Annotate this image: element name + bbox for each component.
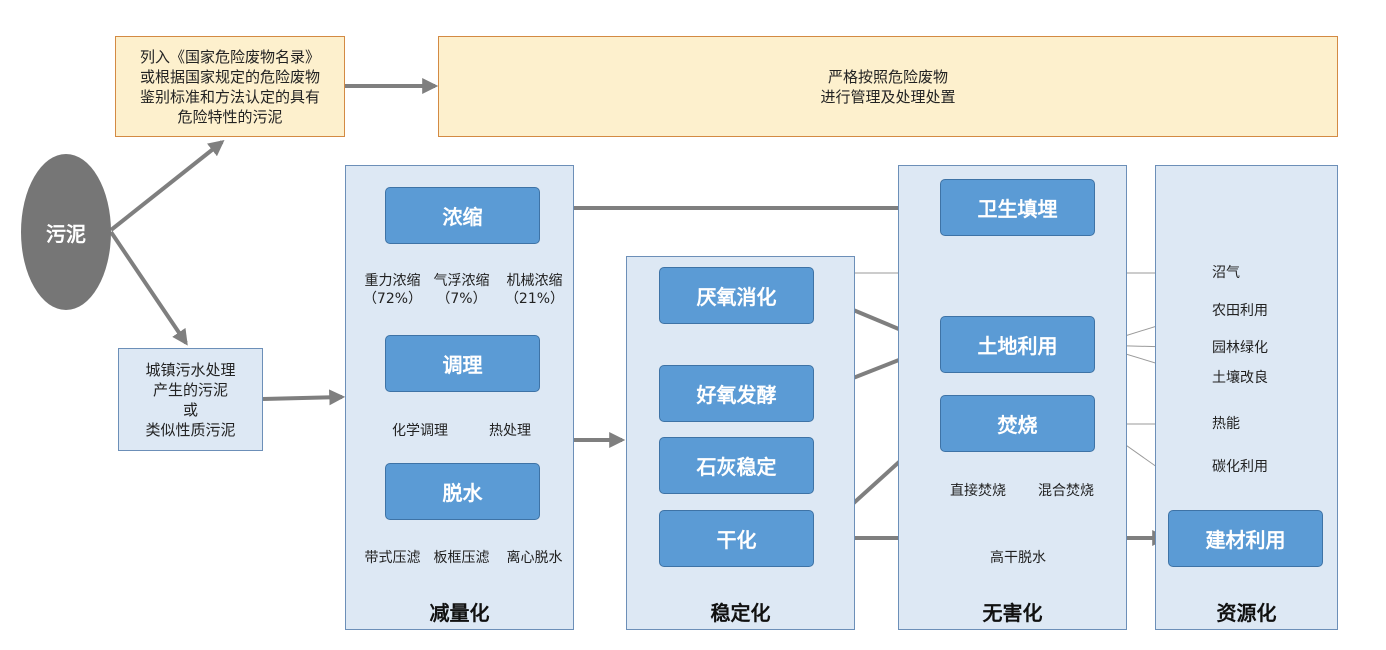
- drying-box: 干化: [659, 510, 814, 567]
- building-material-label: 建材利用: [1205, 528, 1286, 552]
- sub-method-percent: （72%）: [362, 291, 423, 307]
- thickening-box: 浓缩: [385, 187, 540, 244]
- hazardous-sludge-box: 列入《国家危险废物名录》 或根据国家规定的危险废物 鉴别标准和方法认定的具有 危…: [115, 36, 345, 137]
- hazard-line: 列入《国家危险废物名录》: [139, 47, 320, 66]
- thickening-label: 浓缩: [442, 205, 483, 229]
- lime-stabilization-label: 石灰稳定: [696, 455, 777, 479]
- arrow-municipal-to-reduction: [262, 389, 346, 406]
- dewatering-label: 脱水: [442, 481, 483, 505]
- anaerobic-digestion-label: 厌氧消化: [696, 285, 777, 309]
- biogas-label: 沼气: [1212, 265, 1240, 281]
- sub-method-percent: （7%）: [436, 291, 487, 307]
- mixed-incineration-label: 混合焚烧: [1038, 483, 1094, 499]
- heat-energy-label: 热能: [1212, 416, 1240, 432]
- conditioning-label: 调理: [442, 353, 483, 377]
- hazard-line: 危险特性的污泥: [177, 107, 283, 126]
- lime-stabilization-box: 石灰稳定: [659, 437, 814, 494]
- high-dry-dewatering-label: 高干脱水: [990, 550, 1046, 566]
- anaerobic-digestion-box: 厌氧消化: [659, 267, 814, 324]
- aerobic-fermentation-box: 好氧发酵: [659, 365, 814, 422]
- arrow-sludge-to-municipal: [109, 230, 188, 346]
- land-use-box: 土地利用: [940, 316, 1095, 373]
- sub-method-percent: （21%）: [504, 291, 565, 307]
- stabilization-title: 稳定化: [710, 601, 771, 625]
- conditioning-box: 调理: [385, 335, 540, 392]
- aerobic-fermentation-label: 好氧发酵: [696, 383, 777, 407]
- drying-label: 干化: [716, 528, 757, 552]
- arrow-sludge-to-hazard: [109, 140, 225, 232]
- sanitary-landfill-label: 卫生填埋: [977, 197, 1058, 221]
- sludge-source-node: 污泥: [21, 154, 111, 310]
- harmless-title: 无害化: [982, 601, 1043, 625]
- hazard-action-line: 进行管理及处理处置: [820, 87, 956, 106]
- centrifuge-label: 离心脱水: [506, 550, 563, 566]
- municipal-line: 或: [182, 400, 198, 419]
- landscaping-label: 园林绿化: [1212, 340, 1268, 356]
- soil-improvement-label: 土壤改良: [1212, 370, 1268, 386]
- hazard-action-line: 严格按照危险废物: [827, 67, 948, 86]
- incineration-box: 焚烧: [940, 395, 1095, 452]
- chemical-conditioning-label: 化学调理: [392, 423, 448, 439]
- incineration-label: 焚烧: [997, 413, 1038, 437]
- gravity-thickening-label: 重力浓缩 （72%）: [355, 272, 430, 308]
- farmland-use-label: 农田利用: [1212, 303, 1268, 319]
- dewatering-box: 脱水: [385, 463, 540, 520]
- mechanical-thickening-label: 机械浓缩 （21%）: [497, 272, 572, 308]
- hazard-line: 或根据国家规定的危险废物: [139, 67, 320, 86]
- municipal-line: 类似性质污泥: [145, 420, 236, 439]
- thermal-treatment-label: 热处理: [489, 423, 531, 439]
- sub-method-name: 机械浓缩: [506, 273, 563, 289]
- resource-title: 资源化: [1216, 601, 1277, 625]
- sludge-source-label: 污泥: [46, 221, 86, 246]
- municipal-line: 城镇污水处理: [145, 360, 236, 379]
- sanitary-landfill-box: 卫生填埋: [940, 179, 1095, 236]
- direct-incineration-label: 直接焚烧: [950, 483, 1006, 499]
- hazardous-management-box: 严格按照危险废物 进行管理及处理处置: [438, 36, 1338, 137]
- plate-press-label: 板框压滤: [433, 550, 490, 566]
- sub-method-name: 重力浓缩: [364, 273, 421, 289]
- building-material-box: 建材利用: [1168, 510, 1323, 567]
- carbonization-label: 碳化利用: [1212, 459, 1268, 475]
- hazard-line: 鉴别标准和方法认定的具有: [139, 87, 320, 106]
- reduction-title: 减量化: [429, 601, 490, 625]
- flotation-thickening-label: 气浮浓缩 （7%）: [424, 272, 499, 308]
- land-use-label: 土地利用: [977, 334, 1058, 358]
- belt-press-label: 带式压滤: [364, 550, 421, 566]
- sub-method-name: 气浮浓缩: [433, 273, 490, 289]
- municipal-sludge-box: 城镇污水处理 产生的污泥 或 类似性质污泥: [118, 348, 263, 451]
- municipal-line: 产生的污泥: [152, 380, 228, 399]
